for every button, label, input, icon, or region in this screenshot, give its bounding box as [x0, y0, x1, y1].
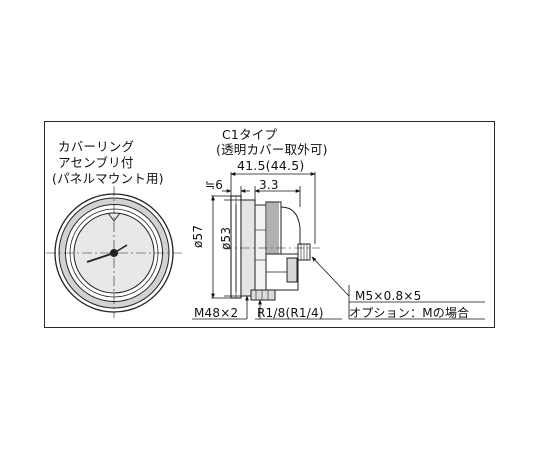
front-view	[46, 186, 183, 318]
callout-option: オプション：Mの場合	[349, 306, 470, 320]
type-note: (透明カバー取外可)	[216, 142, 328, 157]
left-label-line3: (パネルマウント用)	[52, 171, 164, 186]
dim-thread: M48×2	[194, 306, 239, 320]
left-label-line1: カバーリング	[58, 139, 135, 154]
type-label: C1タイプ	[222, 127, 278, 142]
side-view	[222, 195, 320, 301]
dim-3-3: 3.3	[259, 178, 279, 192]
overall-length-dim: 41.5(44.5)	[237, 158, 305, 173]
left-label-line2: アセンブリ付	[58, 155, 134, 170]
dim-approx6: ≒6	[205, 178, 224, 192]
callout-screw: M5×0.8×5	[355, 289, 422, 303]
dimension-lines	[192, 172, 485, 320]
dim-port: R1/8(R1/4)	[257, 306, 324, 320]
